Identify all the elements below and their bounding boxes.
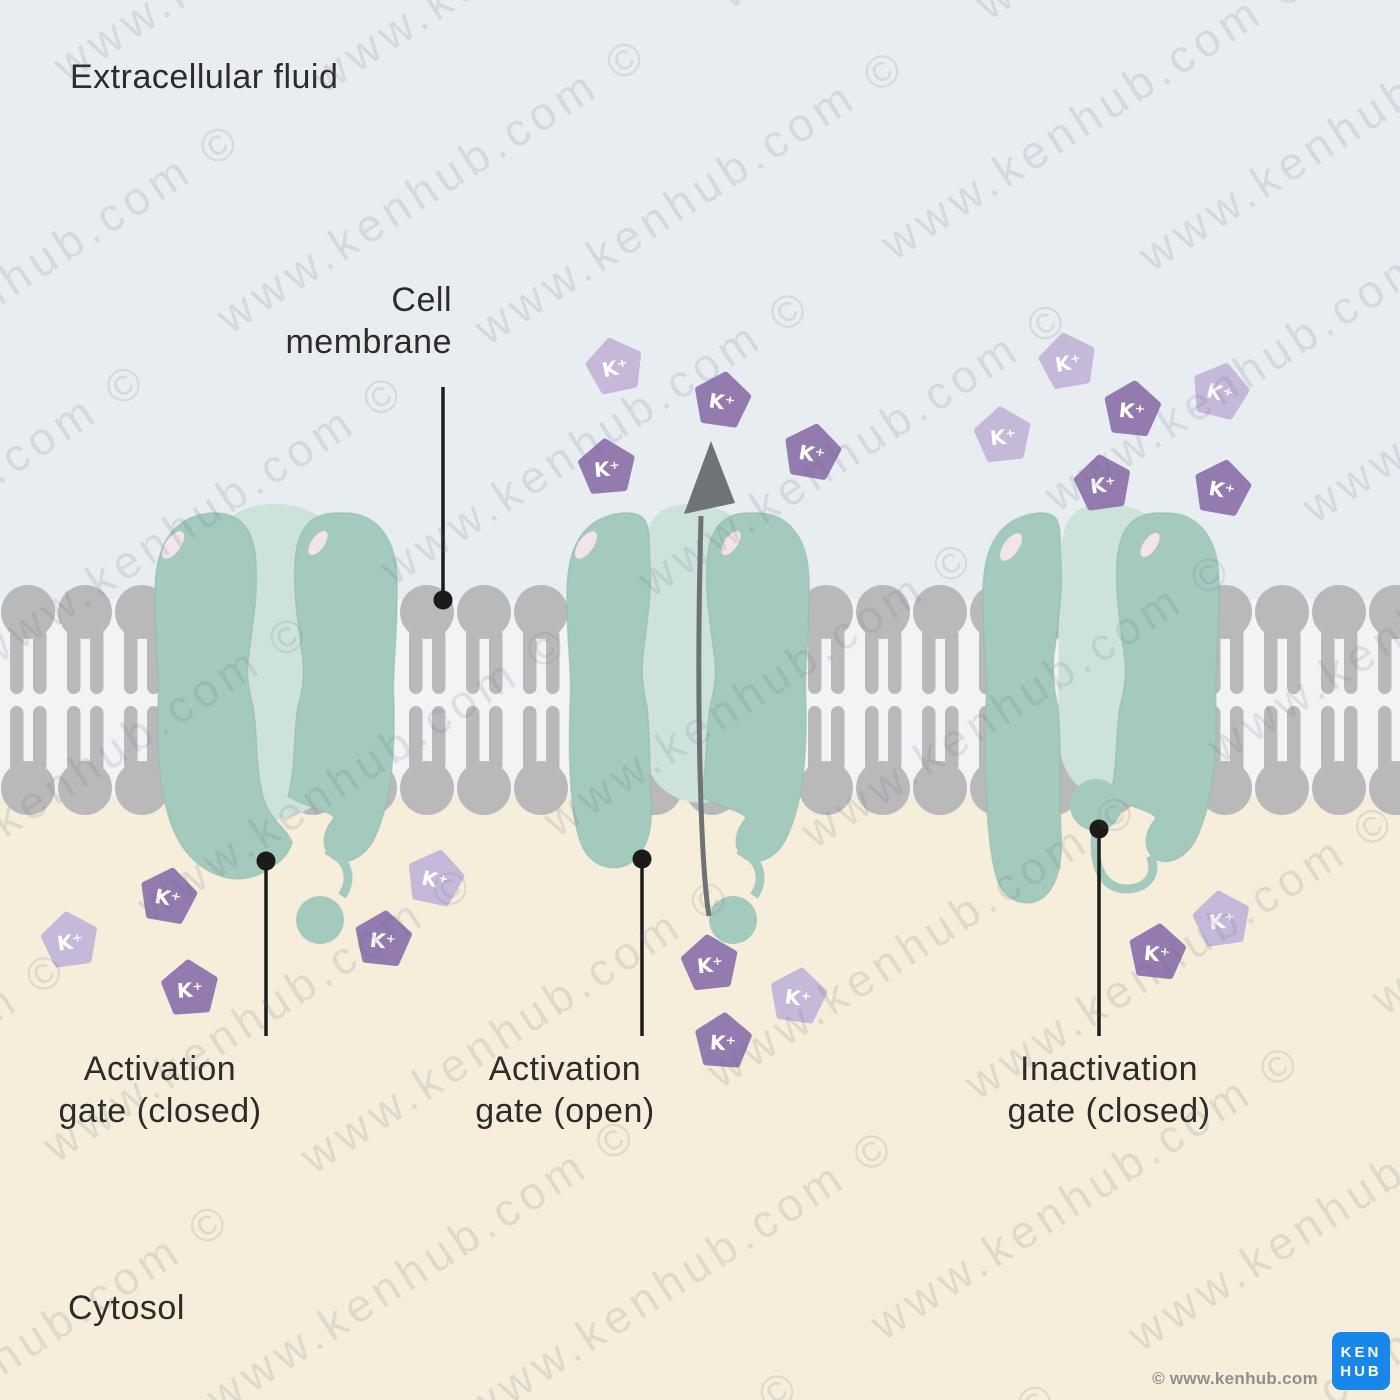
potassium-ion-symbol: K⁺ xyxy=(696,952,724,979)
potassium-channel-inactivation-closed xyxy=(982,504,1220,904)
ion-flow-arrow xyxy=(684,441,735,917)
potassium-ion: K⁺ xyxy=(140,867,197,922)
ball-chain-tether xyxy=(324,845,353,899)
potassium-ions-layer: K⁺ K⁺ K⁺ K⁺ K⁺ K⁺ K⁺ K⁺ K⁺ K⁺ K⁺ K⁺ K⁺ K⁺ K⁺ K⁺ K⁺ K⁺ K⁺ K⁺ xyxy=(42,332,1251,1065)
potassium-ion-symbol: K⁺ xyxy=(600,354,630,383)
potassium-ion: K⁺ xyxy=(1194,891,1249,944)
potassium-ion: K⁺ xyxy=(1194,459,1251,514)
potassium-ion: K⁺ xyxy=(164,961,217,1011)
subunit-highlight xyxy=(1140,532,1160,558)
potassium-ion: K⁺ xyxy=(697,1014,750,1064)
gate3-label-line1: Inactivation xyxy=(1020,1050,1198,1088)
ball-chain-tether xyxy=(1090,827,1158,894)
potassium-ion: K⁺ xyxy=(1039,332,1096,387)
subunit-highlight xyxy=(308,530,328,556)
activation-gate-closed-label: Activation gate (closed) xyxy=(0,1048,330,1132)
pointer-dot-gate2 xyxy=(632,849,652,869)
channel-subunit-right xyxy=(699,512,810,863)
potassium-ion: K⁺ xyxy=(42,912,97,965)
potassium-ion-symbol: K⁺ xyxy=(176,977,204,1003)
potassium-ion-symbol: K⁺ xyxy=(1118,398,1146,425)
inactivation-ball xyxy=(296,896,344,944)
potassium-ion-symbol: K⁺ xyxy=(989,424,1017,451)
potassium-ion: K⁺ xyxy=(771,968,826,1021)
activation-gate-open-label: Activation gate (open) xyxy=(395,1048,735,1132)
channel-subunit-left xyxy=(566,512,653,869)
potassium-ion-symbol: K⁺ xyxy=(1143,941,1171,968)
potassium-ion-symbol: K⁺ xyxy=(783,984,812,1011)
potassium-channel-activation-open xyxy=(566,441,810,944)
logo-line-ken: KEN xyxy=(1340,1344,1382,1361)
potassium-ion: K⁺ xyxy=(976,408,1030,460)
potassium-ion: K⁺ xyxy=(406,848,464,904)
pointer-dot-gate1 xyxy=(256,851,276,871)
potassium-ion-symbol: K⁺ xyxy=(709,1030,737,1056)
gate1-label-line2: gate (closed) xyxy=(58,1092,262,1130)
cytosol-label: Cytosol xyxy=(68,1289,185,1327)
inactivation-ball xyxy=(709,896,757,944)
potassium-ion-symbol: K⁺ xyxy=(420,866,450,895)
copyright-text: © www.kenhub.com xyxy=(1152,1369,1318,1388)
potassium-ion: K⁺ xyxy=(1075,455,1130,508)
channel-subunit-left xyxy=(154,512,293,880)
potassium-ion: K⁺ xyxy=(356,912,410,964)
subunit-highlight xyxy=(721,530,741,556)
gate2-label-line1: Activation xyxy=(488,1050,642,1088)
gate1-label-line1: Activation xyxy=(83,1050,237,1088)
potassium-ion: K⁺ xyxy=(585,336,643,392)
subunit-highlight xyxy=(161,531,185,559)
inactivation-ball-plugging-pore xyxy=(1070,779,1122,831)
gate3-label-line2: gate (closed) xyxy=(1007,1092,1211,1130)
potassium-ion: K⁺ xyxy=(1191,361,1250,419)
logo-line-hub: HUB xyxy=(1340,1363,1382,1380)
potassium-ion-symbol: K⁺ xyxy=(797,440,827,468)
extracellular-fluid-label: Extracellular fluid xyxy=(70,58,339,96)
potassium-channel-activation-closed xyxy=(154,504,398,944)
pointer-dots xyxy=(256,590,1109,871)
potassium-ion-symbol: K⁺ xyxy=(1208,907,1237,934)
pointer-dot-gate3 xyxy=(1089,819,1109,839)
potassium-ion-symbol: K⁺ xyxy=(1053,349,1083,377)
potassium-ion-symbol: K⁺ xyxy=(153,884,183,912)
potassium-ion: K⁺ xyxy=(695,372,750,425)
potassium-ion: K⁺ xyxy=(1105,382,1159,434)
subunit-highlight xyxy=(574,531,598,559)
ball-chain-tether xyxy=(736,845,765,899)
gate2-label-line2: gate (open) xyxy=(475,1092,655,1130)
channel-subunit-right xyxy=(1109,512,1220,863)
channel-subunit-right xyxy=(287,512,398,863)
potassium-ion: K⁺ xyxy=(1130,925,1184,977)
subunit-highlight xyxy=(999,533,1023,561)
potassium-ion: K⁺ xyxy=(683,936,737,988)
potassium-ion: K⁺ xyxy=(580,440,633,491)
pointer-lines xyxy=(264,387,1101,1036)
potassium-ion-symbol: K⁺ xyxy=(593,456,621,482)
cell-membrane-label: Cell membrane xyxy=(285,281,452,361)
potassium-ion-symbol: K⁺ xyxy=(1089,471,1118,498)
potassium-ion-symbol: K⁺ xyxy=(56,928,85,955)
potassium-ion-symbol: K⁺ xyxy=(369,928,397,955)
kenhub-logo: KEN HUB xyxy=(1332,1332,1390,1390)
potassium-ion: K⁺ xyxy=(784,423,841,478)
potassium-ion-symbol: K⁺ xyxy=(1207,476,1237,504)
cytosol-region xyxy=(0,795,1400,1400)
potassium-ion-symbol: K⁺ xyxy=(707,388,736,415)
inactivation-gate-closed-label: Inactivation gate (closed) xyxy=(939,1048,1279,1132)
pointer-dot-cell-membrane xyxy=(433,590,453,610)
channel-subunit-left xyxy=(982,512,1063,904)
